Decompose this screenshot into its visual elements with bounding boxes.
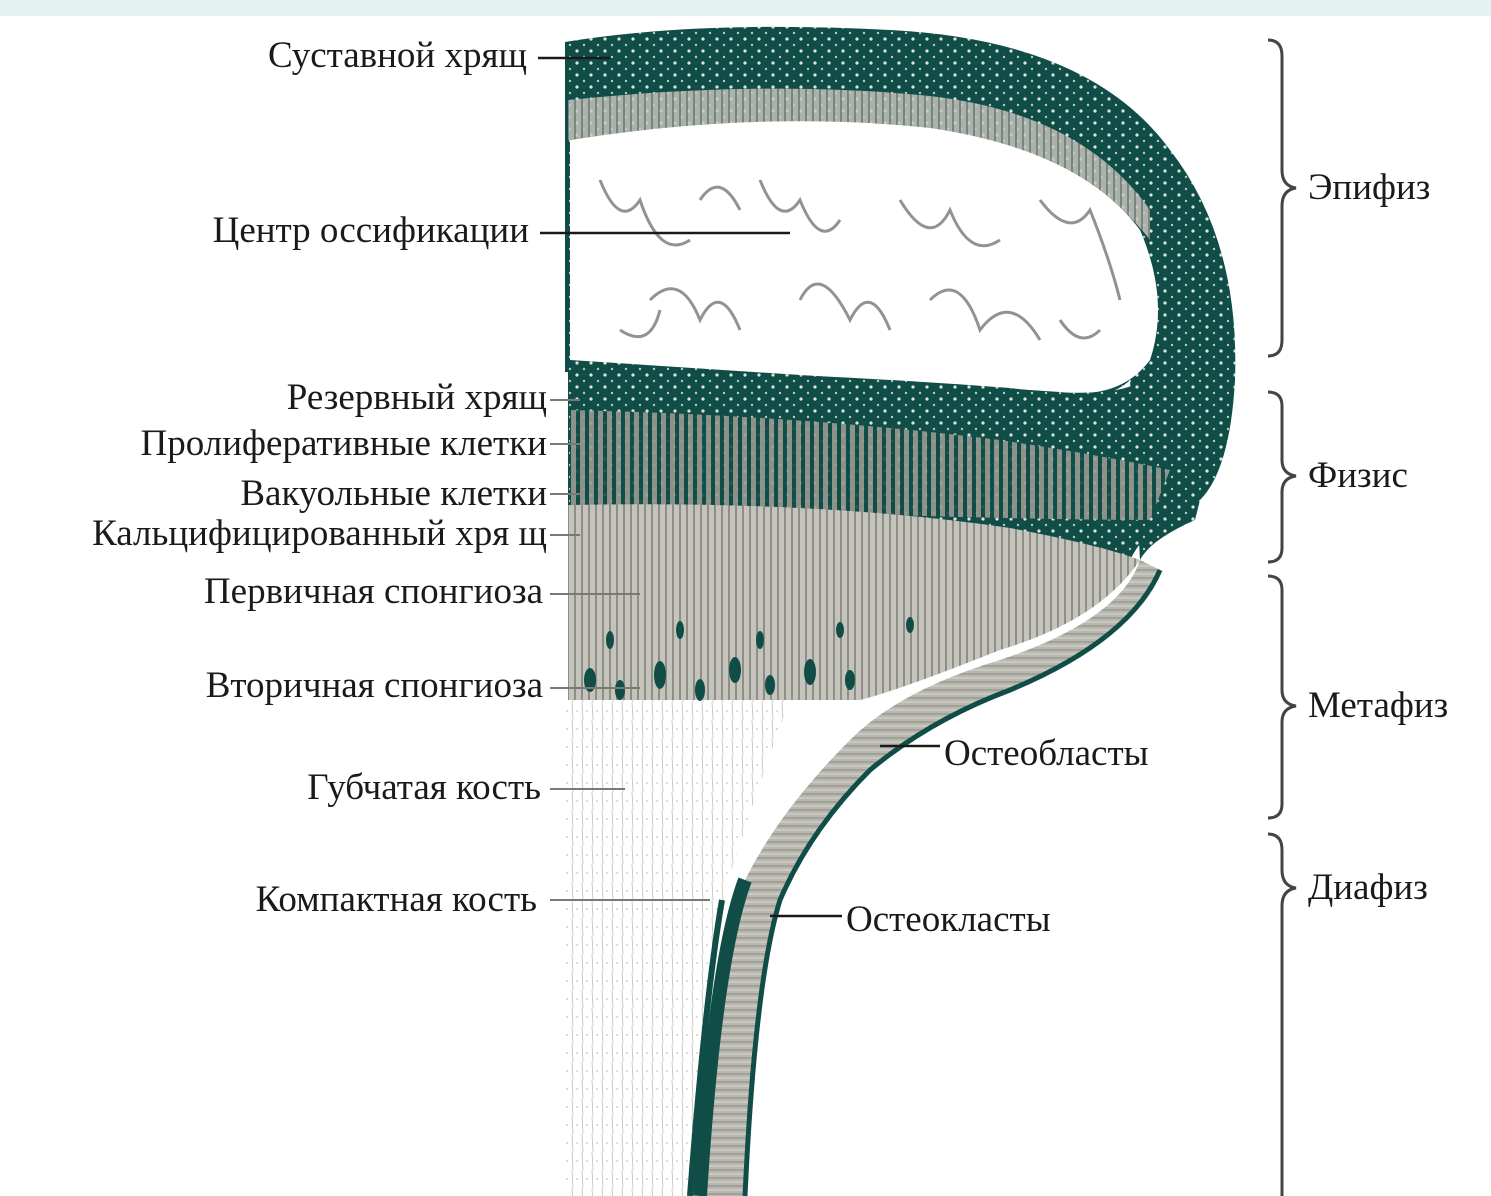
label-spongy-bone: Губчатая кость: [307, 768, 541, 808]
brace-metaphysis: [1268, 576, 1296, 818]
label-calcified-cartilage: Кальцифицированный хря щ: [92, 514, 547, 554]
region-braces: [1268, 40, 1296, 1196]
brace-physis: [1268, 392, 1296, 562]
label-proliferative-cells: Пролиферативные клетки: [141, 424, 547, 464]
label-ossification-center: Центр оссификации: [213, 211, 529, 251]
brace-epiphysis: [1268, 40, 1296, 356]
label-physis: Физис: [1308, 456, 1408, 496]
label-diaphysis: Диафиз: [1308, 868, 1428, 908]
brace-diaphysis: [1268, 834, 1296, 1196]
label-secondary-spongiosa: Вторичная спонгиоза: [206, 666, 543, 706]
label-osteoblasts: Остеобласты: [944, 734, 1148, 774]
label-primary-spongiosa: Первичная спонгиоза: [204, 572, 543, 612]
label-epiphysis: Эпифиз: [1308, 168, 1430, 208]
label-compact-bone: Компактная кость: [256, 880, 537, 920]
label-reserve-cartilage: Резервный хрящ: [287, 378, 547, 418]
label-articular-cartilage: Суставной хрящ: [268, 36, 527, 76]
label-vacuolated-cells: Вакуольные клетки: [240, 474, 547, 514]
label-metaphysis: Метафиз: [1308, 686, 1448, 726]
label-osteoclasts: Остеокласты: [846, 900, 1051, 940]
